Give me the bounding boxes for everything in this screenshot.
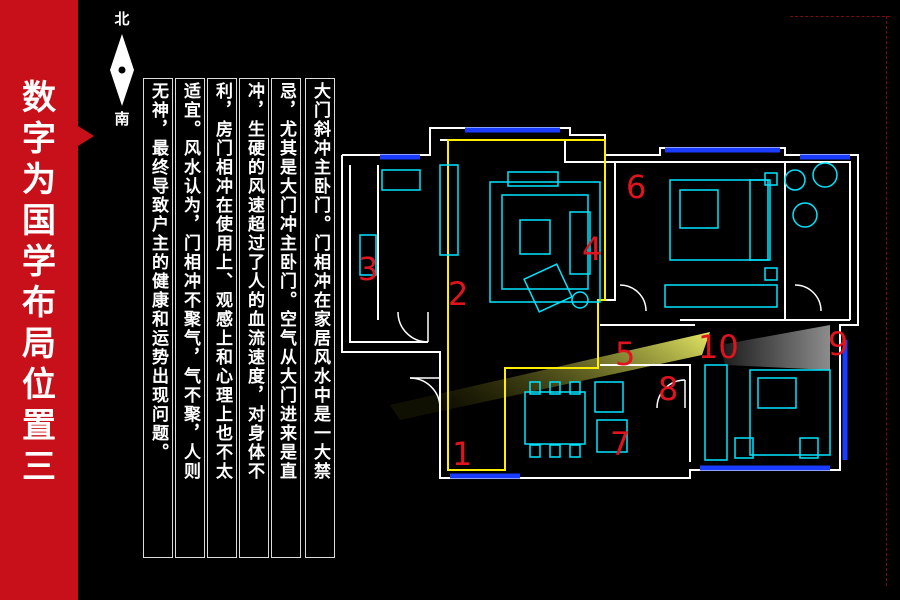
- room-number-4: 4: [582, 230, 602, 268]
- room-number-7: 7: [610, 425, 630, 463]
- text-column-3-text: 冲，生硬的风速超过了人的血流速度，对身体不: [244, 82, 264, 481]
- text-column-5: 适宜。风水认为，门相冲不聚气，气不聚，人则: [175, 78, 205, 558]
- deco-line: [886, 16, 887, 586]
- title-char: 学: [22, 242, 56, 282]
- room-number-8: 8: [658, 370, 678, 408]
- title-char: 三: [22, 447, 56, 487]
- sidebar-pointer: [78, 126, 94, 146]
- title-char: 数: [22, 78, 56, 118]
- text-column-1: 大门斜冲主卧门。门相冲在家居风水中是一大禁: [305, 78, 335, 558]
- room-number-10: 10: [698, 328, 739, 366]
- text-column-6-text: 无神，最终导致户主的健康和运势出现问题。: [148, 82, 168, 462]
- text-column-2-text: 忌，尤其是大门冲主卧门。空气从大门进来是直: [276, 82, 296, 481]
- room-number-9: 9: [828, 325, 848, 363]
- title-char: 为: [22, 160, 56, 200]
- light-beam-right: [720, 325, 830, 370]
- text-column-6: 无神，最终导致户主的健康和运势出现问题。: [143, 78, 173, 558]
- text-column-4: 利，房门相冲在使用上、观感上和心理上也不太: [207, 78, 237, 558]
- sidebar: 数 字 为 国 学 布 局 位 置 三: [0, 0, 78, 600]
- room-number-3: 3: [358, 250, 378, 288]
- walls: [341, 127, 859, 479]
- title-char: 国: [22, 201, 56, 241]
- room-number-2: 2: [448, 275, 468, 313]
- text-column-5-text: 适宜。风水认为，门相冲不聚气，气不聚，人则: [180, 82, 200, 481]
- living-room-outline: [447, 139, 606, 471]
- light-beam: [390, 332, 710, 420]
- title-char: 位: [22, 365, 56, 405]
- compass: 北 南: [100, 8, 144, 128]
- compass-south-label: 南: [114, 110, 130, 128]
- text-column-2: 忌，尤其是大门冲主卧门。空气从大门进来是直: [271, 78, 301, 558]
- title-char: 布: [22, 283, 56, 323]
- title-char: 字: [22, 119, 56, 159]
- title-char: 局: [22, 324, 56, 364]
- text-column-3: 冲，生硬的风速超过了人的血流速度，对身体不: [239, 78, 269, 558]
- compass-north-label: 北: [114, 10, 130, 28]
- room-number-6: 6: [626, 168, 646, 206]
- text-column-1-text: 大门斜冲主卧门。门相冲在家居风水中是一大禁: [310, 82, 330, 481]
- room-number-5: 5: [615, 335, 635, 373]
- windows: [380, 127, 850, 479]
- sidebar-title: 数 字 为 国 学 布 局 位 置 三: [0, 78, 78, 488]
- room-number-1: 1: [452, 435, 472, 473]
- furniture: [359, 162, 838, 461]
- floor-plan: 1 2 3 4 5 6 7 8 9 10: [341, 127, 859, 479]
- title-char: 置: [22, 406, 56, 446]
- door-swings: [397, 284, 822, 409]
- deco-line: [790, 16, 890, 17]
- text-column-4-text: 利，房门相冲在使用上、观感上和心理上也不太: [212, 82, 232, 481]
- compass-needle-icon: [110, 34, 134, 106]
